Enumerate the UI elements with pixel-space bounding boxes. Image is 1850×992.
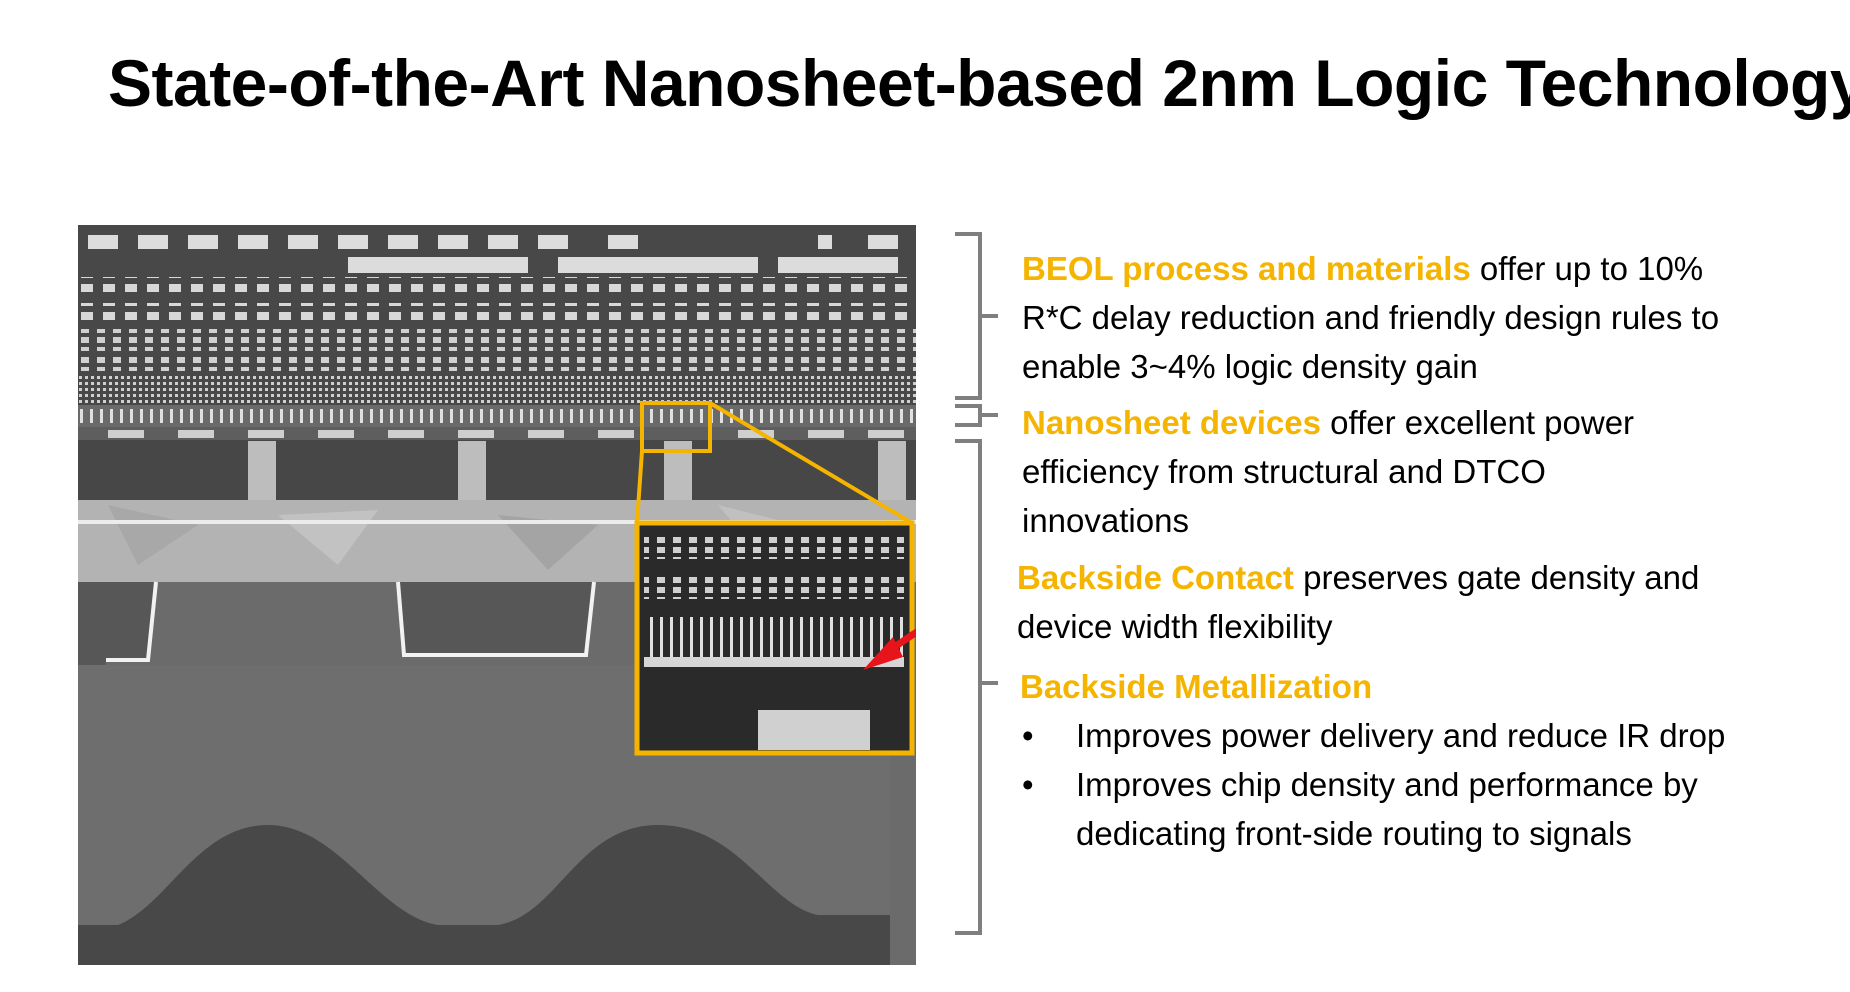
- annotation-backside-contact-highlight: Backside Contact: [1017, 559, 1294, 596]
- page-title: State-of-the-Art Nanosheet-based 2nm Log…: [108, 46, 1850, 120]
- annotation-nanosheet: Nanosheet devices offer excellent power …: [1022, 404, 1635, 539]
- bullet-item-ir-drop: • Improves power delivery and reduce IR …: [1022, 711, 1842, 760]
- annotation-nanosheet-highlight: Nanosheet devices: [1022, 404, 1321, 441]
- tem-cross-section-image: [78, 225, 916, 965]
- annotation-beol-highlight: BEOL process and materials: [1022, 250, 1471, 287]
- annotation-beol: BEOL process and materials offer up to 1…: [1022, 250, 1720, 385]
- annotation-backside-metallization-highlight: Backside Metallization: [1020, 668, 1373, 705]
- annotation-backside-metallization: Backside Metallization: [1020, 662, 1840, 711]
- bullet-icon: •: [1022, 717, 1034, 754]
- annotation-backside-contact: Backside Contact preserves gate density …: [1017, 559, 1700, 645]
- bullet-icon: •: [1022, 766, 1034, 803]
- bullet-item-chip-density: • Improves chip density and performance …: [1022, 760, 1842, 858]
